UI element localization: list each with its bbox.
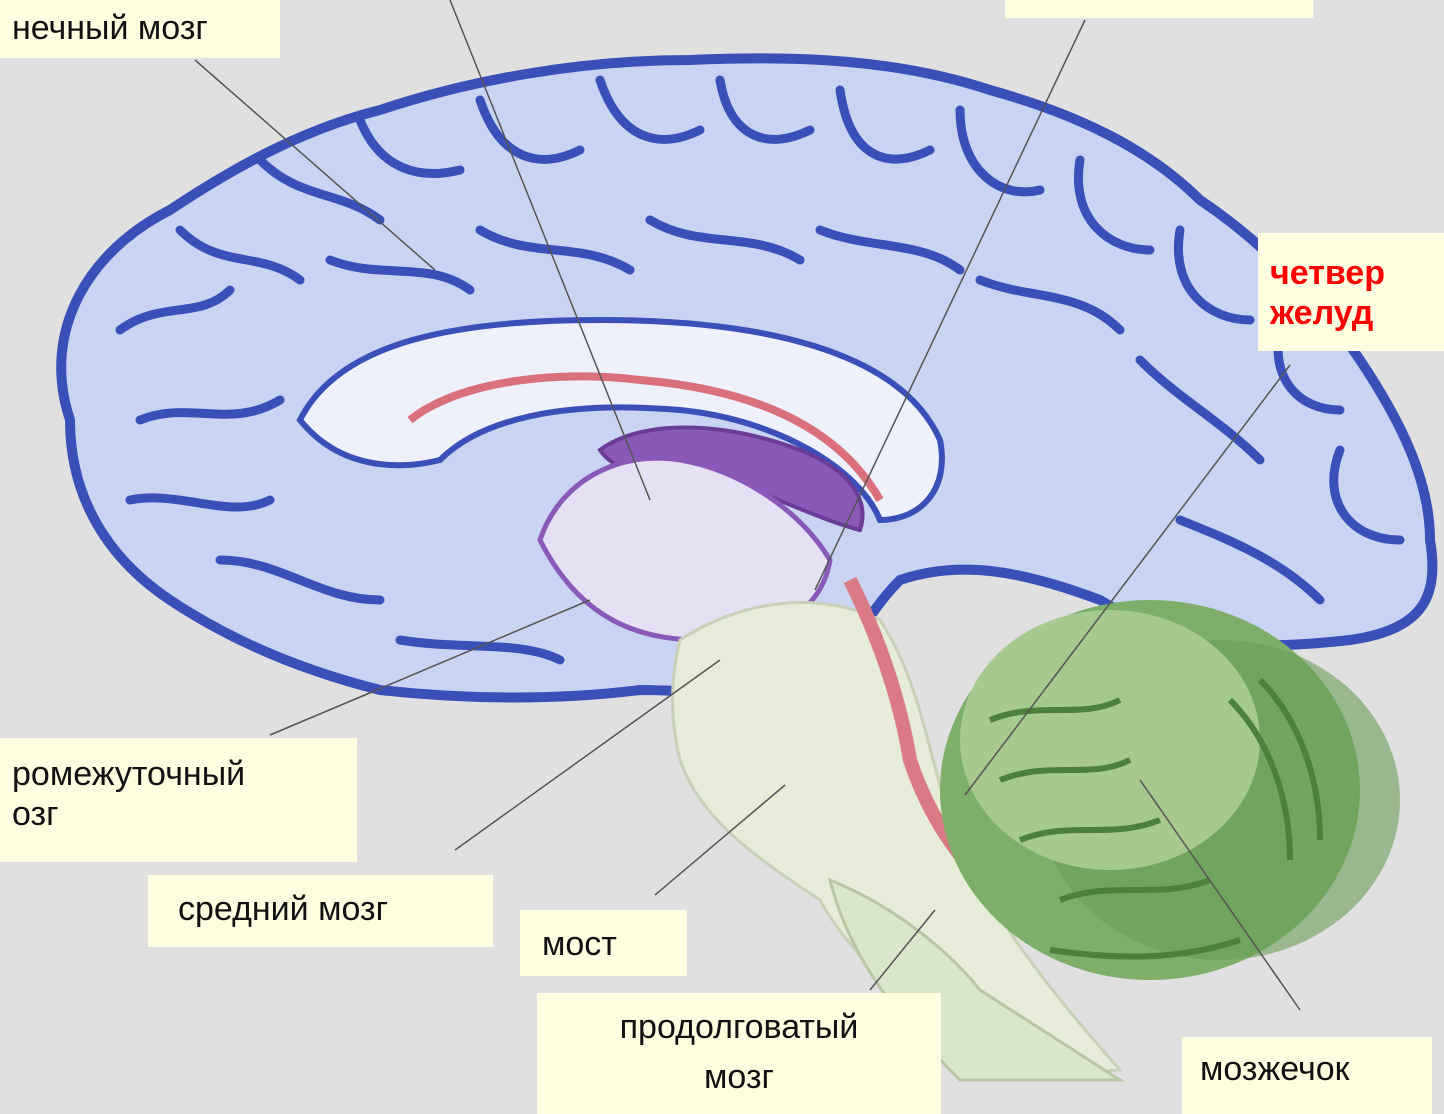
label-medulla-line1: продолговатый xyxy=(549,1007,929,1047)
label-diencephalon-line1: ромежуточный xyxy=(12,754,345,794)
label-fourth-ventricle-line1: четвер xyxy=(1270,253,1436,293)
label-diencephalon: ромежуточный озг xyxy=(0,738,357,862)
label-aqueduct xyxy=(1005,0,1313,18)
label-fourth-ventricle-line2: желуд xyxy=(1270,293,1436,333)
label-cerebellum: мозжечок xyxy=(1182,1037,1432,1114)
label-telencephalon: нечный мозг xyxy=(0,0,280,58)
label-midbrain: средний мозг xyxy=(148,875,493,947)
label-diencephalon-line2: озг xyxy=(12,794,345,834)
label-medulla: продолговатый мозг xyxy=(537,993,941,1114)
label-pons: мост xyxy=(520,910,687,976)
label-fourth-ventricle: четвер желуд xyxy=(1258,233,1444,351)
label-medulla-line2: мозг xyxy=(549,1057,929,1097)
cerebellum xyxy=(940,600,1400,980)
